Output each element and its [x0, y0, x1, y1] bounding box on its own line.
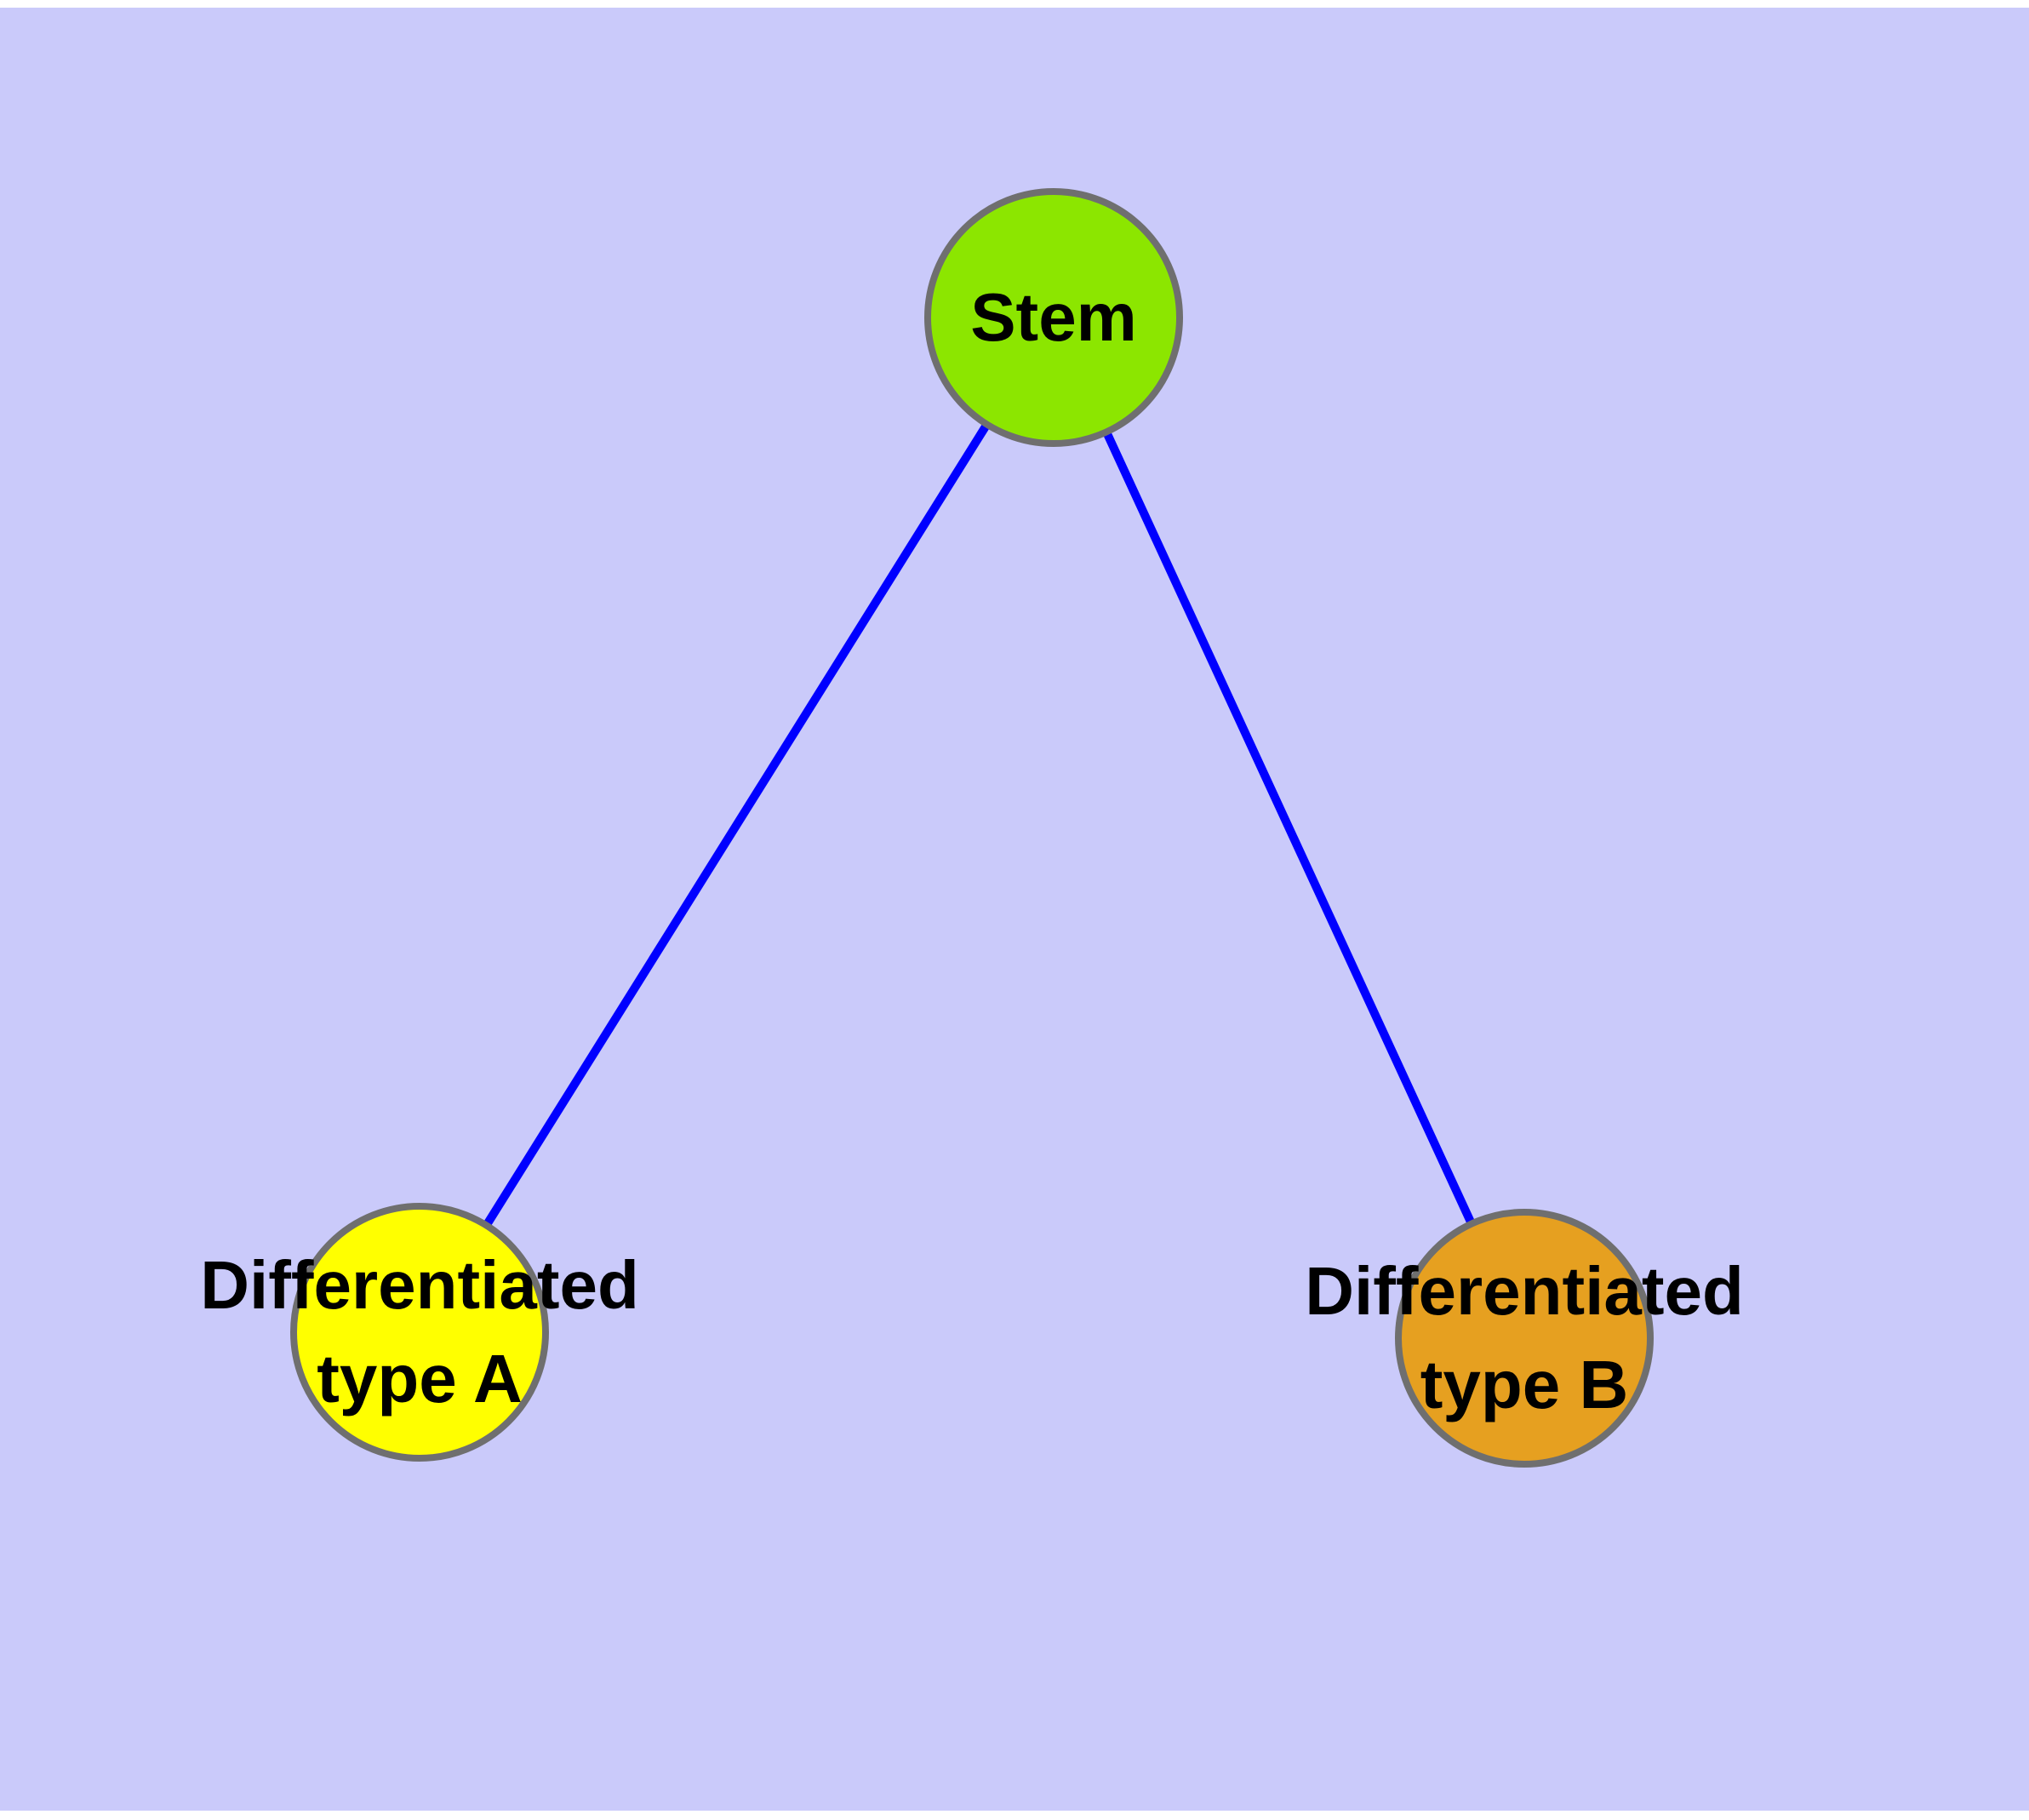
node-label-type-b: Differentiated type B	[1305, 1245, 1744, 1432]
node-type-b	[1395, 1209, 1654, 1468]
node-label-line: type A	[317, 1341, 523, 1417]
edge-stem-to-type-a	[415, 315, 1058, 1335]
node-label-stem: Stem	[970, 271, 1137, 364]
node-label-line: Differentiated	[200, 1247, 639, 1323]
node-label-type-a: Differentiated type A	[200, 1239, 639, 1426]
node-stem	[924, 188, 1183, 447]
node-type-a	[290, 1203, 549, 1462]
node-label-line: type B	[1420, 1347, 1629, 1422]
node-label-line: Differentiated	[1305, 1253, 1744, 1329]
edge-stem-to-type-b	[1049, 315, 1529, 1341]
node-label-line: Stem	[970, 279, 1137, 355]
